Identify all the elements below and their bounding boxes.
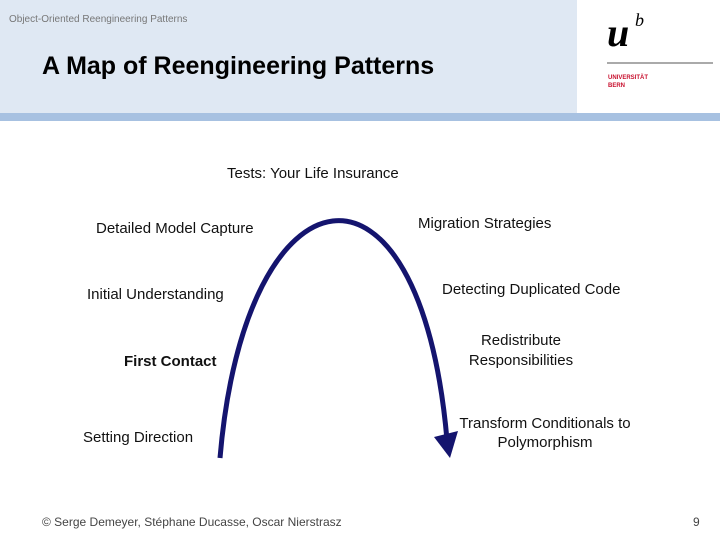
label-detecting-duplicated-code: Detecting Duplicated Code — [442, 281, 621, 298]
label-migration-strategies: Migration Strategies — [418, 215, 552, 232]
svg-text:u: u — [607, 10, 629, 55]
label-transform-conditionals: Transform Conditionals to Polymorphism — [459, 415, 631, 451]
page-number: 9 — [693, 515, 700, 529]
label-first-contact: First Contact — [124, 353, 217, 370]
svg-text:BERN: BERN — [608, 83, 625, 89]
header-band — [0, 0, 577, 113]
label-detailed-model-capture: Detailed Model Capture — [96, 220, 254, 237]
label-setting-direction: Setting Direction — [83, 429, 194, 446]
label-redistribute-responsibilities: Redistribute Responsibilities — [468, 332, 574, 369]
label-tests: Tests: Your Life Insurance — [227, 165, 399, 182]
svg-text:UNIVERSITÄT: UNIVERSITÄT — [608, 74, 648, 81]
course-title: Object-Oriented Reengineering Patterns — [9, 14, 188, 25]
footer-copyright: © Serge Demeyer, Stéphane Ducasse, Oscar… — [42, 515, 342, 529]
university-logo: u b UNIVERSITÄT BERN — [607, 10, 713, 89]
slide-title: A Map of Reengineering Patterns — [42, 52, 435, 80]
label-initial-understanding: Initial Understanding — [87, 286, 224, 303]
header-divider — [0, 113, 720, 121]
svg-text:b: b — [635, 10, 644, 30]
